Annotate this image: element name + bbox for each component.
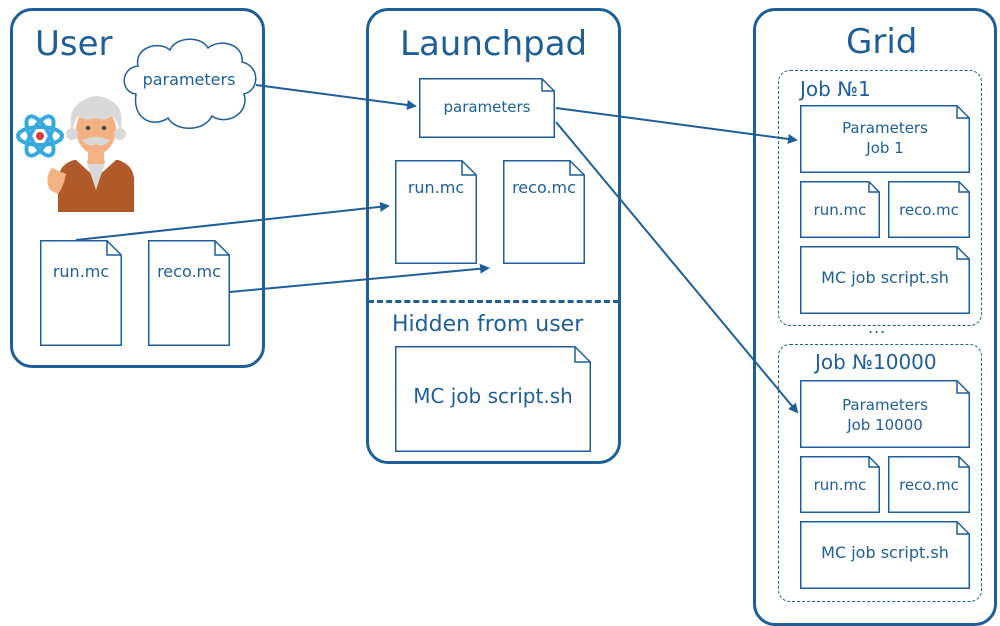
job-1-reco-label: reco.mc: [899, 201, 959, 219]
scientist-avatar: [16, 96, 134, 212]
hidden-from-user-label: Hidden from user: [392, 312, 584, 337]
job-1-panel: [778, 70, 982, 326]
launchpad-parameters-label: parameters: [443, 98, 531, 116]
job-10000-panel: [778, 344, 982, 602]
job-10000-reco-file: reco.mc: [888, 456, 970, 513]
launchpad-script-label: MC job script.sh: [413, 384, 573, 408]
launchpad-reco-label: reco.mc: [512, 178, 576, 197]
job-1-params-line1: Parameters: [842, 119, 928, 137]
job-10000-script-label: MC job script.sh: [821, 543, 949, 562]
arrow-user-run-to-launchpad: [75, 201, 390, 241]
job-1-script-label: MC job script.sh: [821, 268, 949, 287]
job-10000-params-line2: Job 10000: [847, 416, 923, 434]
job-1-run-file: run.mc: [800, 181, 880, 238]
job-10000-parameters-file: Parameters Job 10000: [800, 380, 970, 448]
arrow-user-reco-to-launchpad: [229, 263, 490, 293]
hidden-divider: [368, 300, 619, 303]
launchpad-title: Launchpad: [400, 24, 588, 64]
launchpad-run-label: run.mc: [407, 178, 465, 197]
job-10000-run-label: run.mc: [813, 476, 867, 494]
launchpad-parameters-file: parameters: [419, 78, 555, 138]
job-10000-title: Job №10000: [815, 350, 937, 374]
launchpad-script-file: MC job script.sh: [395, 346, 591, 452]
launchpad-run-file: run.mc: [395, 160, 477, 264]
user-run-label: run.mc: [52, 262, 110, 281]
job-10000-reco-label: reco.mc: [899, 476, 959, 494]
arrow-cloud-to-launchpad: [255, 84, 417, 110]
cloud-label: parameters: [142, 70, 236, 89]
user-run-file: run.mc: [40, 240, 122, 346]
arrow-params-to-job-1: [555, 107, 798, 144]
job-1-title: Job №1: [800, 77, 871, 101]
job-10000-script-file: MC job script.sh: [800, 521, 970, 589]
user-title: User: [35, 24, 113, 64]
job-1-parameters-file: Parameters Job 1: [800, 105, 970, 173]
grid-title: Grid: [846, 22, 918, 62]
arrow-params-to-job-10000: [555, 121, 799, 414]
jobs-ellipsis: ...: [868, 318, 887, 337]
job-1-script-file: MC job script.sh: [800, 246, 970, 314]
job-1-params-line2: Job 1: [866, 139, 904, 157]
job-10000-run-file: run.mc: [800, 456, 880, 513]
job-1-reco-file: reco.mc: [888, 181, 970, 238]
parameters-cloud: [123, 38, 257, 129]
job-10000-params-line1: Parameters: [842, 396, 928, 414]
user-reco-label: reco.mc: [157, 262, 221, 281]
launchpad-reco-file: reco.mc: [503, 160, 585, 264]
user-reco-file: reco.mc: [148, 240, 230, 346]
job-1-run-label: run.mc: [813, 201, 867, 219]
